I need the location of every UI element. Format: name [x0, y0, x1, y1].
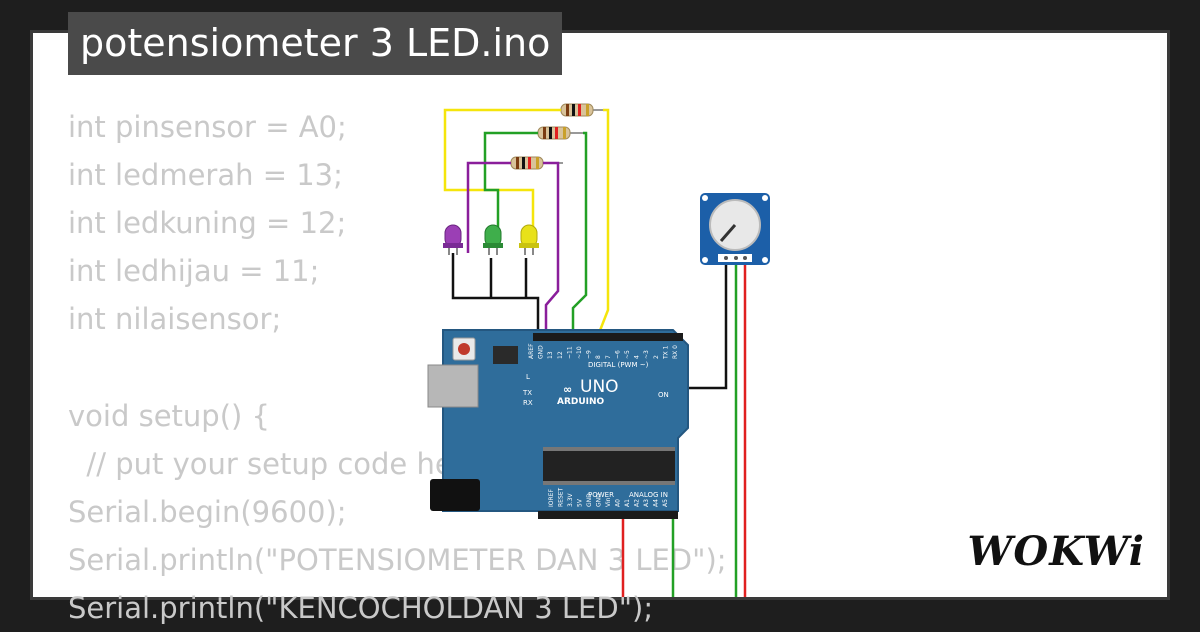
- bottom-pin-label: 3.3V: [567, 492, 574, 507]
- top-pin-label: 8: [595, 355, 602, 359]
- wire-purple-2: [543, 161, 560, 333]
- arduino-uno-board[interactable]: ∞ UNO ARDUINO DIGITAL (PWM ~) ANALOG IN …: [427, 329, 689, 519]
- led-purple[interactable]: [443, 224, 463, 255]
- wire-green-2: [571, 131, 588, 333]
- resistor-2: [523, 126, 583, 140]
- board-model: UNO: [580, 377, 619, 397]
- tx-label: TX: [522, 389, 532, 397]
- top-pin-label: 2: [653, 355, 660, 359]
- on-label: ON: [658, 391, 669, 399]
- led-yellow[interactable]: [519, 224, 539, 255]
- bottom-pin-label: A5: [662, 499, 669, 507]
- wire-purple: [466, 161, 511, 253]
- board-brand: ARDUINO: [557, 397, 605, 407]
- rx-label: RX: [523, 399, 533, 407]
- top-pin-label: ~10: [576, 346, 583, 359]
- wire-yellow: [443, 108, 561, 243]
- wokwi-logo: WOKWi: [967, 528, 1145, 575]
- bottom-pin-label: A4: [653, 499, 660, 507]
- atmega-chip: [543, 451, 675, 481]
- bottom-pin-label: A0: [615, 499, 622, 507]
- top-pin-label: GND: [538, 345, 545, 359]
- top-pin-label: ~6: [614, 350, 621, 359]
- top-pin-label: ~9: [586, 350, 593, 359]
- usb-port: [427, 364, 479, 408]
- bottom-pin-label: IOREF: [548, 489, 555, 507]
- potentiometer[interactable]: [700, 193, 770, 265]
- analog-header: [538, 511, 678, 519]
- digital-header: [533, 333, 683, 341]
- code-line: int nilaisensor;: [68, 302, 282, 337]
- top-pin-label: ~11: [566, 346, 573, 359]
- code-line: void setup() {: [68, 398, 270, 433]
- digital-label: DIGITAL (PWM ~): [588, 361, 649, 369]
- code-line: int ledhijau = 11;: [68, 254, 320, 289]
- bottom-pin-label: RESET: [558, 487, 565, 507]
- top-pin-label: RX 0: [672, 345, 679, 359]
- canvas-frame: int pinsensor = A0; int ledmerah = 13; int…: [33, 33, 1167, 625]
- code-line: int pinsensor = A0;: [68, 110, 347, 144]
- code-line: int ledkuning = 12;: [68, 206, 347, 241]
- bottom-pin-label: GND: [586, 493, 593, 507]
- bottom-pin-label: 5V: [577, 498, 584, 507]
- code-line: Serial.begin(9600);: [68, 494, 347, 529]
- sketch-title: potensiometer 3 LED.ino: [68, 12, 563, 75]
- wire-yellow-2: [597, 108, 610, 334]
- top-pin-label: 13: [547, 351, 554, 359]
- bottom-pin-label: GND: [596, 493, 603, 507]
- top-pin-label: ~3: [643, 350, 650, 359]
- top-pin-label: TX 1: [662, 345, 669, 360]
- bottom-pin-label: A1: [624, 499, 631, 507]
- top-pin-label: 12: [557, 351, 564, 359]
- icsp-header: [493, 346, 518, 364]
- top-pin-label: 7: [605, 355, 612, 359]
- led-green[interactable]: [483, 224, 503, 255]
- top-pin-label: ~5: [624, 350, 631, 359]
- bottom-pin-label: Vin: [605, 497, 612, 507]
- l-label: L: [526, 373, 530, 381]
- wire-green: [483, 131, 538, 243]
- power-label: POWER: [588, 491, 614, 499]
- code-line: Serial.println("POTENSIOMETER DAN 3 LED"…: [68, 542, 727, 577]
- code-line: Serial.println("KENCOCHOLDAN 3 LED");: [68, 590, 654, 625]
- bottom-pin-label: A3: [643, 499, 650, 507]
- power-jack: [430, 479, 480, 511]
- circuit-diagram: ∞ UNO ARDUINO DIGITAL (PWM ~) ANALOG IN …: [427, 103, 770, 597]
- top-pin-label: 4: [634, 355, 641, 359]
- analog-label: ANALOG IN: [629, 491, 668, 499]
- code-line: int ledmerah = 13;: [68, 158, 343, 193]
- bottom-pin-label: A2: [634, 499, 641, 507]
- top-pin-label: AREF: [528, 343, 535, 359]
- board-logo-symbol: ∞: [563, 383, 572, 396]
